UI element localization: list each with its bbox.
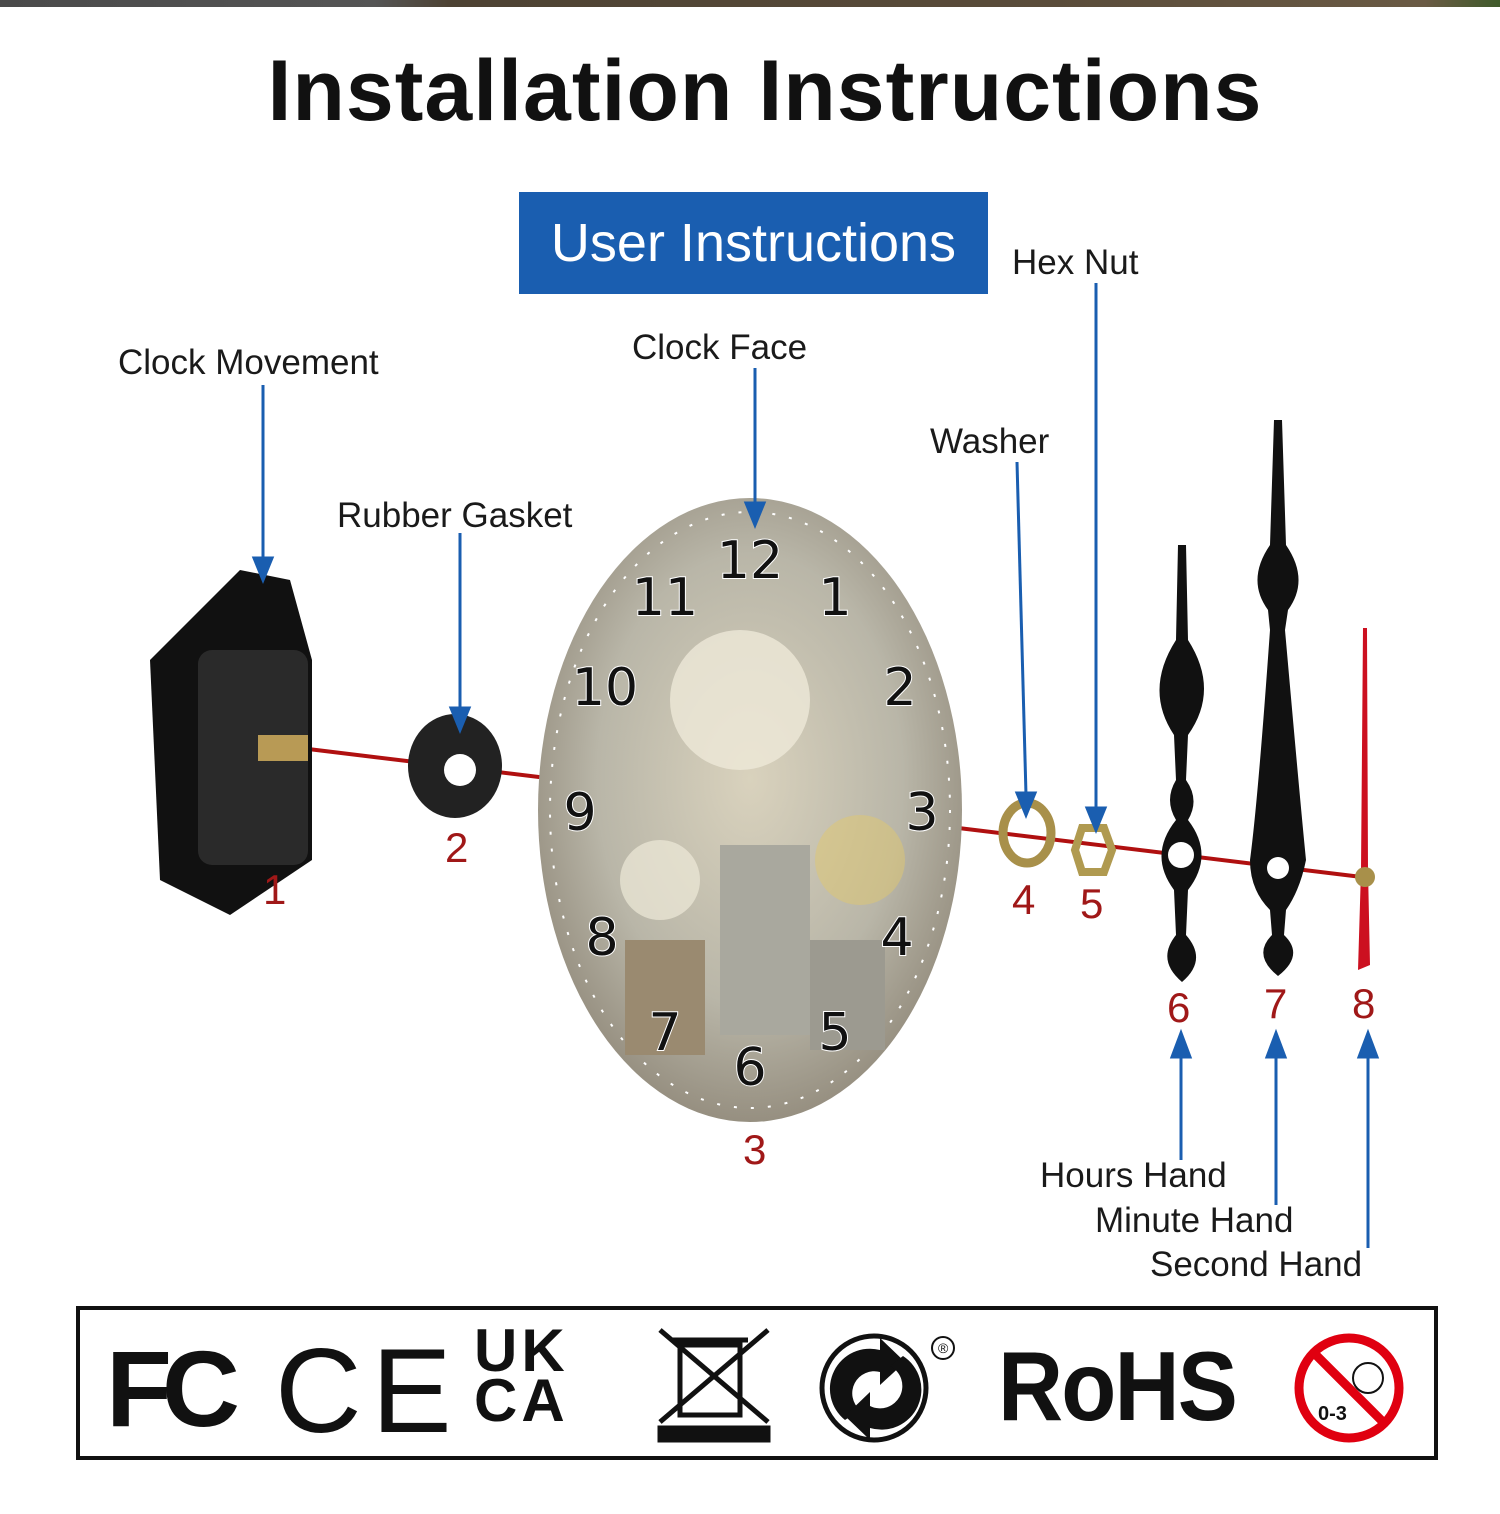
part-number-2: 2 [445,824,469,871]
part-number-6: 6 [1167,984,1191,1031]
face-numeral-6: 6 [733,1038,766,1098]
part-number-3: 3 [743,1126,767,1173]
user-instructions-badge: User Instructions [519,192,988,294]
face-numeral-4: 4 [880,908,913,968]
part-number-4: 4 [1012,876,1036,923]
page-title: Installation Instructions [267,43,1263,139]
rubber-gasket-illustration [408,714,502,818]
face-numeral-7: 7 [648,1003,681,1063]
label-minute-hand: Minute Hand [1095,1201,1294,1240]
face-numeral-3: 3 [905,783,938,843]
part-number-1: 1 [263,866,287,913]
label-clock-movement: Clock Movement [118,343,379,382]
label-hex-nut: Hex Nut [1012,243,1139,282]
face-numeral-9: 9 [563,783,596,843]
face-numeral-11: 11 [632,568,698,628]
fcc-logo: FC [106,1328,240,1449]
face-numeral-10: 10 [572,658,638,718]
face-numeral-1: 1 [818,568,851,628]
face-numeral-12: 12 [717,531,783,591]
label-rubber-gasket: Rubber Gasket [337,496,573,535]
ukca-logo: UK CA [474,1317,569,1434]
label-washer: Washer [930,422,1050,461]
ce-logo: CE [275,1324,462,1458]
rohs-logo: RoHS [998,1331,1238,1441]
top-photo-strip [0,0,1500,7]
second-hand-illustration [1358,628,1370,970]
label-clock-face: Clock Face [632,328,808,367]
minute-hand-illustration [1250,420,1306,976]
pointer-arrows [251,283,1380,1248]
part-number-8: 8 [1352,980,1376,1027]
hours-hand-illustration [1159,545,1204,982]
part-number-7: 7 [1264,980,1288,1027]
clock-face-illustration: 12 1 2 3 4 5 6 7 8 9 10 11 [538,498,962,1122]
certification-bar [76,1306,1438,1460]
ukca-bottom: CA [474,1367,569,1434]
face-numeral-2: 2 [883,658,916,718]
face-numeral-5: 5 [818,1003,851,1063]
part-number-5: 5 [1080,880,1104,927]
hex-nut-illustration [1070,824,1117,876]
face-numeral-8: 8 [585,908,618,968]
ukca-top: UK [474,1317,569,1384]
label-second-hand: Second Hand [1150,1245,1363,1284]
label-hours-hand: Hours Hand [1040,1156,1227,1195]
clock-movement-illustration [150,570,312,915]
